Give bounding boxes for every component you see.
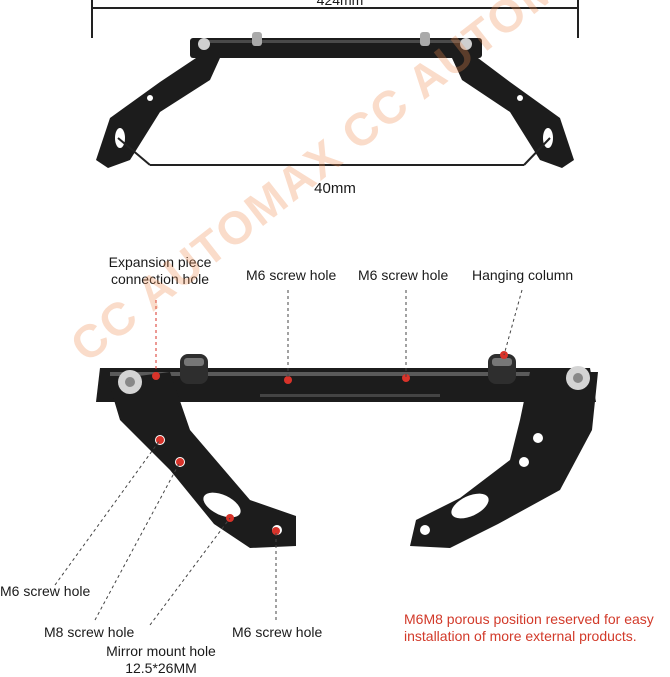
top-view-bracket [96, 32, 574, 168]
main-bracket [96, 354, 598, 548]
width-dimension-label: 424mm [316, 0, 364, 8]
right-thumbscrew [566, 366, 590, 390]
callout-m6-screw-hole-b: M6 screw hole [358, 267, 449, 283]
depth-dimension-label: 40mm [314, 180, 356, 197]
right-knob [488, 354, 516, 384]
callout-m8-screw-hole: M8 screw hole [44, 624, 135, 640]
callout-m6-screw-hole-bottom: M6 screw hole [232, 624, 323, 640]
callout-m6-screw-hole-a: M6 screw hole [246, 267, 337, 283]
top-width-dimension [91, 0, 579, 38]
callout-hanging-column: Hanging column [472, 267, 574, 283]
reserved-positions-note: M6M8 porous position reserved for easy i… [404, 611, 654, 644]
callouts [54, 289, 523, 626]
callout-m6-screw-hole-left: M6 screw hole [0, 583, 91, 599]
callout-expansion-hole: Expansion piece connection hole [108, 254, 212, 287]
callout-mirror-mount-hole: Mirror mount hole 12.5*26MM [106, 643, 216, 676]
left-thumbscrew [118, 370, 142, 394]
left-knob [180, 354, 208, 384]
depth-dimension [117, 137, 551, 166]
